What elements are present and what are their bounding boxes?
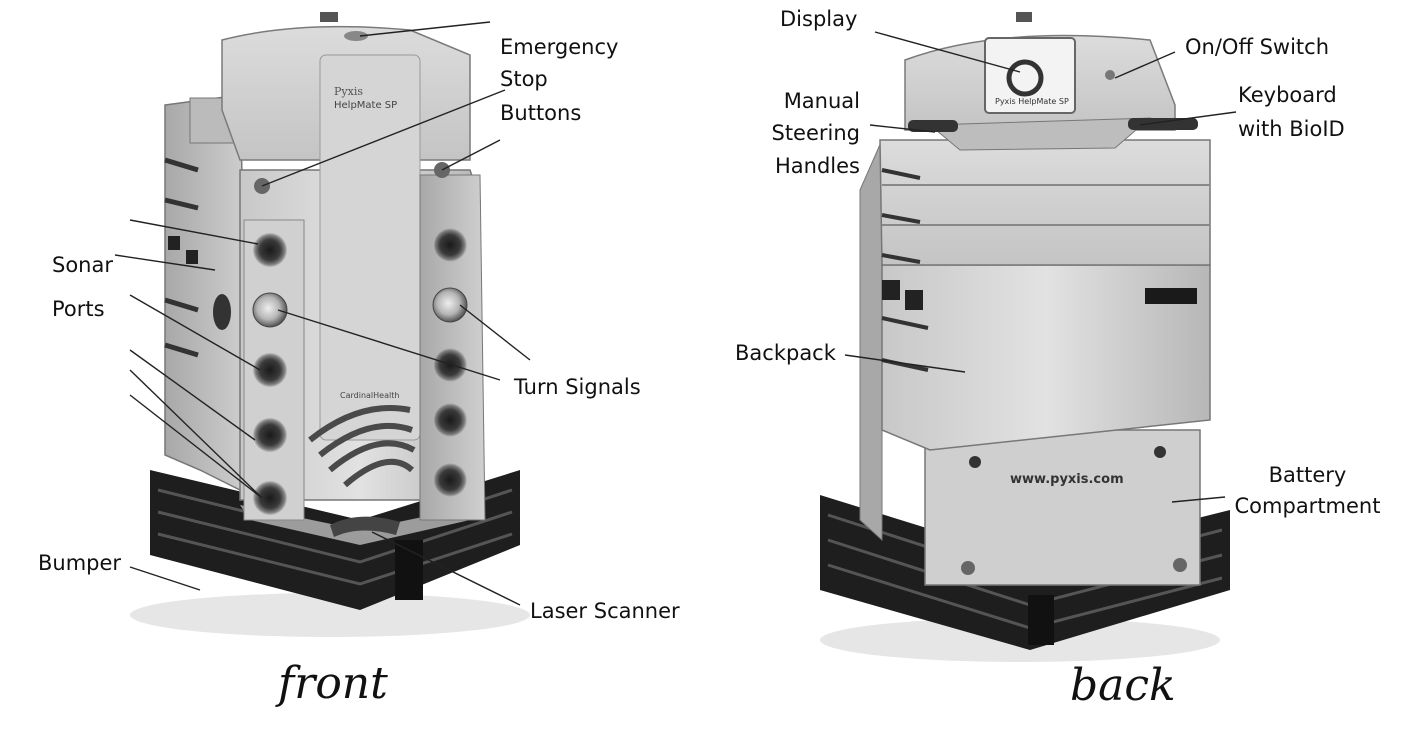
right-turn-signal (432, 287, 468, 323)
front-center-panel (319, 54, 421, 441)
label-emergency-line3: Buttons (500, 101, 582, 125)
caption-front: front (278, 658, 388, 709)
front-maker-text: CardinalHealth (340, 391, 399, 400)
back-robot: www.pyxis.com Pyxis HelpMate SP (820, 12, 1230, 662)
display-screen (984, 37, 1076, 114)
emergency-stop-top-back (1016, 12, 1032, 22)
on-off-switch (1105, 70, 1115, 80)
display-brand-text: Pyxis HelpMate SP (995, 97, 1069, 106)
label-manual-line1: Manual (783, 89, 860, 113)
port-circle (253, 353, 287, 387)
pyxis-url: www.pyxis.com (1010, 472, 1124, 487)
caption-back: back (1070, 660, 1176, 711)
port-circle (433, 228, 467, 262)
back-left-side (859, 139, 883, 542)
label-turn-signals: Turn Signals (514, 375, 641, 399)
label-bumper: Bumper (38, 551, 122, 575)
left-steering-handle (908, 120, 958, 132)
floor-shadow (130, 593, 530, 637)
port-circle (433, 463, 467, 497)
label-emergency-line2: Stop (500, 67, 548, 91)
label-keyboard-line1: Keyboard (1238, 83, 1337, 107)
front-robot: Pyxis HelpMate SP CardinalHealth (130, 12, 530, 637)
right-steering-handle (1128, 118, 1198, 130)
label-battery-line2: Compartment (1234, 494, 1381, 518)
front-leader-lines (114, 21, 531, 606)
label-sonar: Sonar (52, 253, 113, 277)
label-display: Display (780, 7, 858, 31)
label-manual-line2: Steering (771, 121, 860, 145)
port-circle (433, 348, 467, 382)
right-port-column (419, 174, 486, 521)
front-model-text: HelpMate SP (334, 100, 397, 111)
port-circle (253, 418, 287, 452)
label-manual-line3: Handles (775, 154, 860, 178)
label-laser-scanner: Laser Scanner (530, 599, 680, 623)
front-brand-text: Pyxis (334, 85, 363, 98)
label-keyboard-line2: with BioID (1238, 117, 1345, 141)
emergency-stop-top (320, 12, 338, 22)
left-side-vents (164, 157, 199, 358)
keyboard-tray (928, 117, 1152, 151)
back-leader-lines (844, 31, 1237, 503)
front-swoosh-logo (308, 405, 416, 488)
backpack-slot (1145, 288, 1197, 304)
front-left-side-panel (164, 94, 251, 497)
sonar-port (253, 233, 287, 267)
label-ports: Ports (52, 297, 105, 321)
label-battery-line1: Battery (1268, 463, 1347, 487)
label-emergency-line1: Emergency (500, 35, 619, 59)
port-circle (433, 403, 467, 437)
port-circle (253, 481, 287, 515)
left-turn-signal (252, 292, 288, 328)
label-on-off-switch: On/Off Switch (1185, 35, 1330, 59)
label-backpack: Backpack (735, 341, 836, 365)
back-upper-box (879, 139, 1211, 266)
laser-scanner (330, 516, 400, 537)
